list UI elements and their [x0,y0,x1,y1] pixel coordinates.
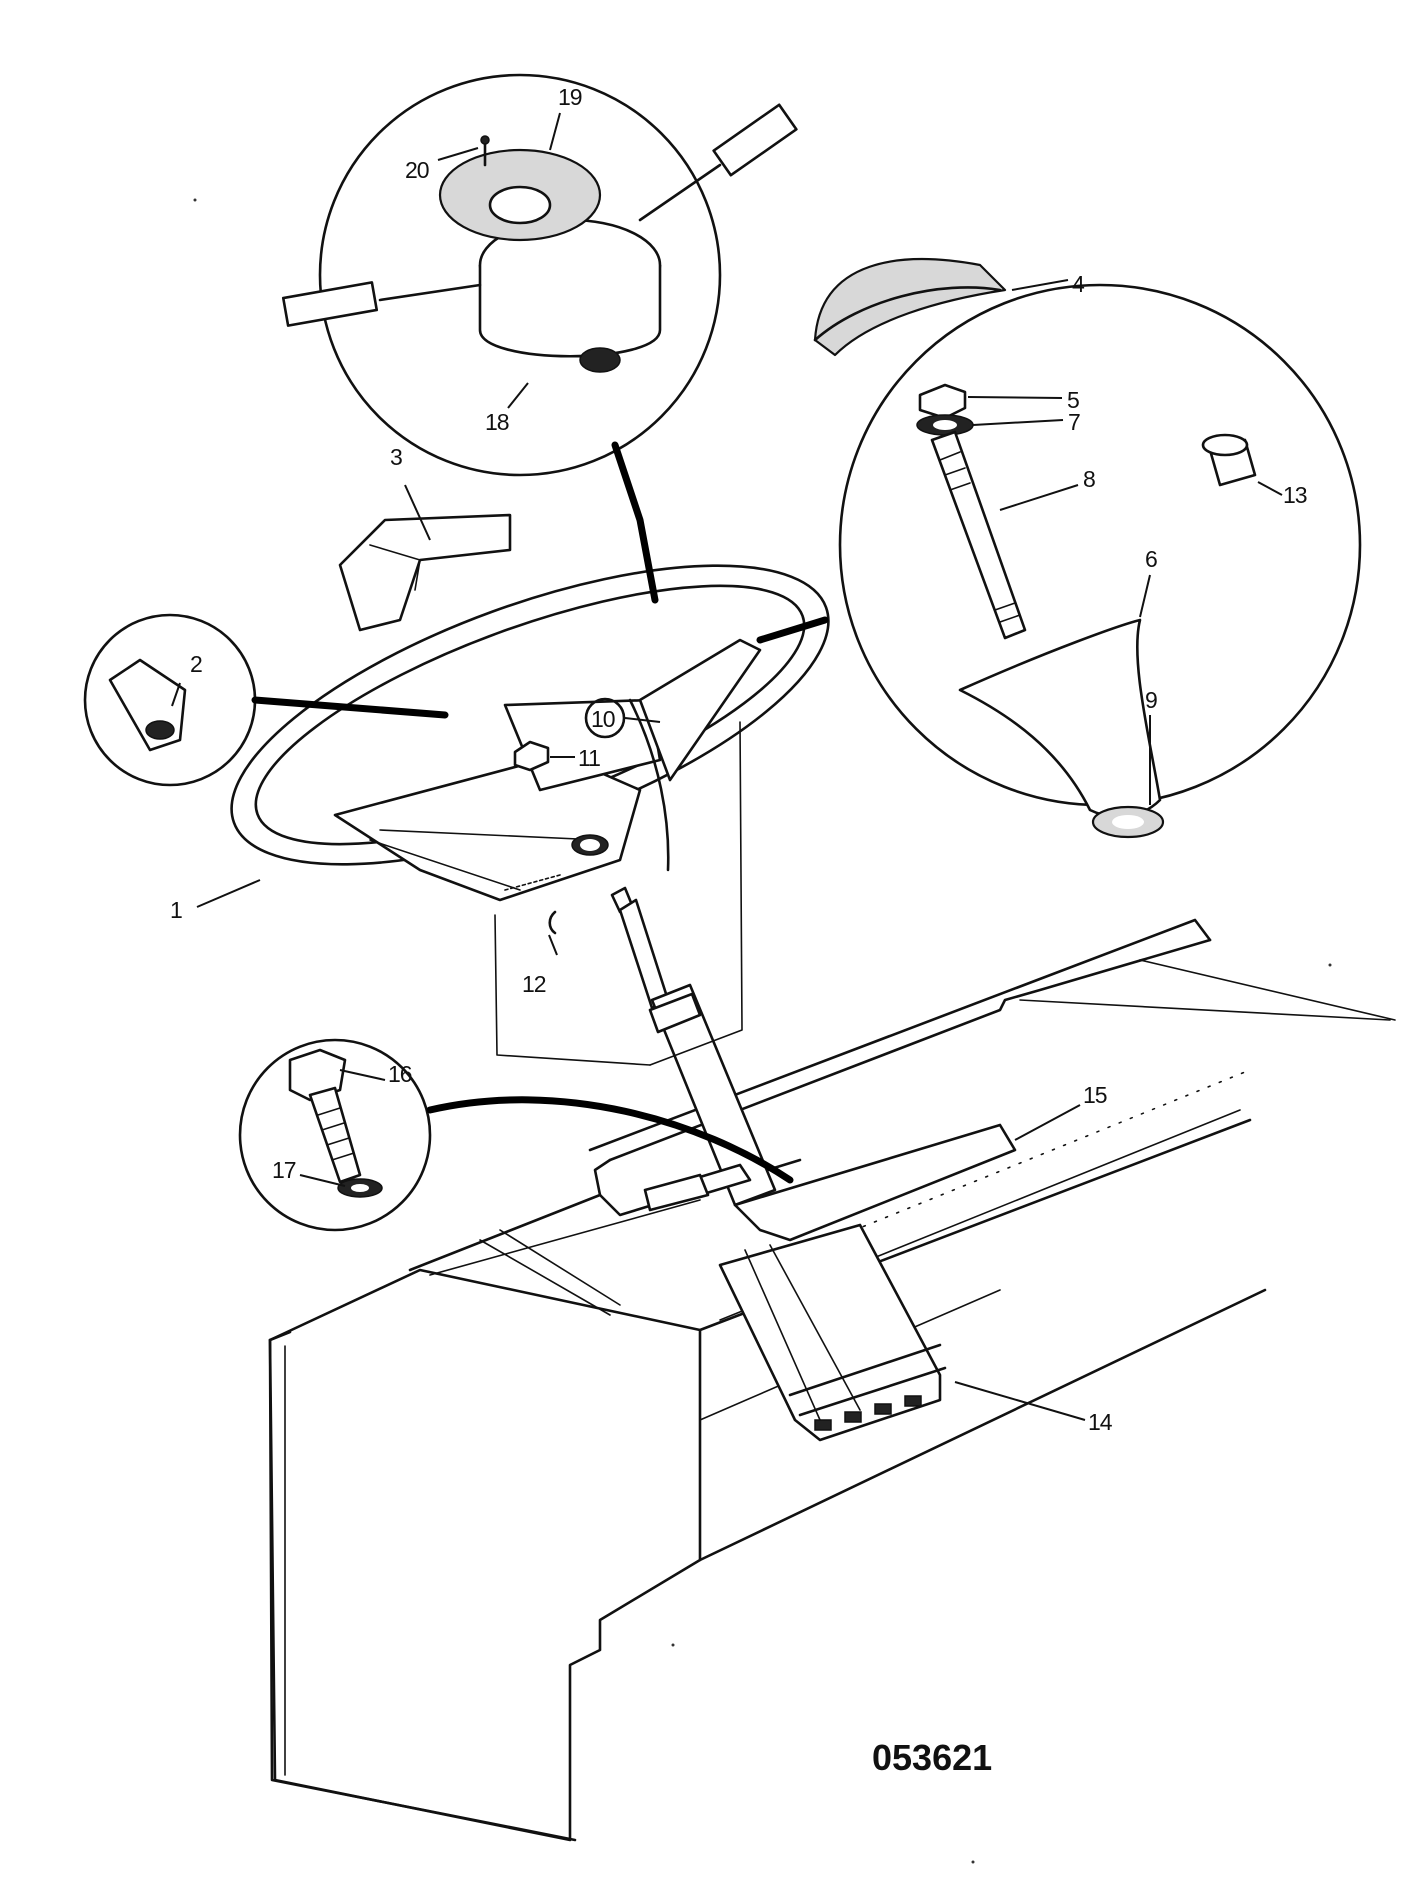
hub-boss-detail [756,258,1362,839]
callout-labels: 1 2 3 4 5 6 7 8 9 10 11 12 13 14 15 16 1… [170,84,1308,1435]
callout-20: 20 [405,157,429,183]
clip-detail [83,613,449,787]
callout-12: 12 [522,971,546,997]
callout-8: 8 [1083,466,1095,492]
callout-16: 16 [388,1061,412,1087]
callout-14: 14 [1088,1409,1113,1435]
steering-column [610,886,1017,1442]
callout-18: 18 [485,409,509,435]
callout-10: 10 [591,706,615,732]
scan-dots [193,198,1332,1864]
callout-5: 5 [1067,387,1079,413]
diagram-reference-number: 053621 [872,1737,992,1778]
steering-wheel [230,564,830,902]
callout-4: 4 [1072,271,1085,297]
callout-6: 6 [1145,546,1157,572]
callout-7: 7 [1068,409,1080,435]
callout-2: 2 [190,651,202,677]
bracket-3 [338,513,512,632]
callout-15: 15 [1083,1082,1107,1108]
callout-10-circle [584,697,626,739]
callout-17: 17 [272,1157,296,1183]
bolt-detail [238,1038,794,1232]
switch-assembly-detail [281,73,798,872]
callout-1: 1 [170,897,182,923]
hub-detail-frame [494,721,743,1066]
callout-11: 11 [578,745,600,771]
callout-9: 9 [1145,687,1157,713]
callout-3: 3 [390,444,402,470]
callout-19: 19 [558,84,582,110]
callout-13: 13 [1283,482,1307,508]
leader-lines [171,112,1283,1421]
